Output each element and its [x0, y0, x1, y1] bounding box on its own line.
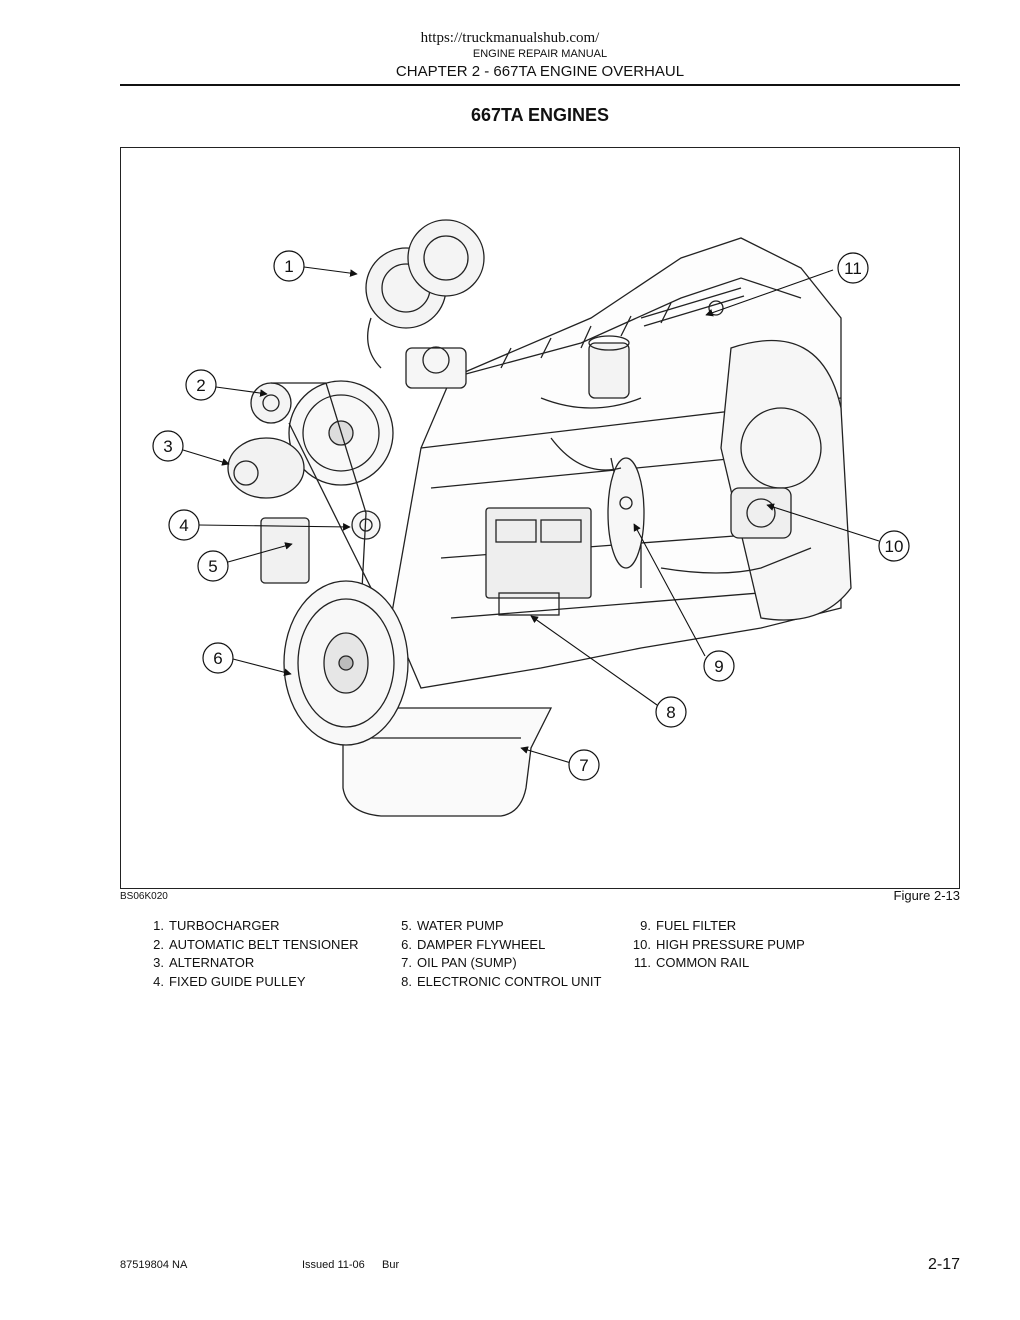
header-rule: [120, 84, 960, 86]
footer-part-number: 87519804 NA: [120, 1259, 188, 1271]
callout-8: 8: [666, 703, 675, 722]
legend-item: 9.FUEL FILTER: [640, 918, 737, 933]
legend-item: 3.ALTERNATOR: [153, 955, 255, 970]
legend-item: 4.FIXED GUIDE PULLEY: [153, 973, 306, 989]
figure-number: Figure 2-13: [893, 888, 960, 903]
callout-10: 10: [885, 537, 904, 556]
leader-lines: [182, 266, 880, 767]
callout-6: 6: [213, 649, 222, 668]
engine-drawing: [227, 219, 852, 817]
callout-labels: 1 11 2 3 4 5 10 6 9 8 7: [163, 257, 903, 775]
callout-3: 3: [163, 437, 172, 456]
legend-item: 5.WATER PUMP: [401, 918, 504, 933]
callout-1: 1: [284, 257, 293, 276]
page-title: 667TA ENGINES: [470, 105, 610, 125]
footer-location: Bur: [382, 1259, 400, 1271]
callout-11: 11: [844, 259, 862, 278]
legend-item: 11.COMMON RAIL: [633, 955, 750, 970]
chapter-title: CHAPTER 2 - 667TA ENGINE OVERHAUL: [395, 63, 685, 80]
callout-2: 2: [196, 376, 205, 395]
figure-code: BS06K020: [120, 891, 168, 902]
manual-title: ENGINE REPAIR MANUAL: [472, 48, 608, 60]
legend-item: 10.HIGH PRESSURE PUMP: [632, 936, 805, 952]
legend-column-1: 1.TURBOCHARGER 2.AUTOMATIC BELT TENSIONE…: [120, 918, 359, 992]
callout-5: 5: [208, 557, 217, 576]
source-url[interactable]: https://truckmanualshub.com/: [420, 30, 600, 46]
callout-9: 9: [714, 657, 723, 676]
legend-column-2: 5.WATER PUMP 6.DAMPER FLYWHEEL 7.OIL PAN…: [368, 918, 601, 992]
legend-column-3: 9.FUEL FILTER 10.HIGH PRESSURE PUMP 11.C…: [607, 918, 805, 974]
footer-issued: Issued 11-06: [302, 1259, 365, 1271]
callout-circles: [152, 250, 910, 781]
legend-item: 8.ELECTRONIC CONTROL UNIT: [401, 973, 602, 989]
callout-7: 7: [579, 756, 588, 775]
legend-item: 2.AUTOMATIC BELT TENSIONER: [153, 936, 359, 952]
page-number: 2-17: [927, 1256, 960, 1273]
legend-item: 1.TURBOCHARGER: [153, 918, 280, 933]
engine-figure: 1 11 2 3 4 5 10 6 9 8 7: [120, 147, 960, 889]
legend-item: 6.DAMPER FLYWHEEL: [401, 936, 546, 952]
legend-item: 7.OIL PAN (SUMP): [401, 955, 517, 970]
callout-4: 4: [179, 516, 188, 535]
engine-illustration: 1 11 2 3 4 5 10 6 9 8 7: [152, 219, 910, 817]
